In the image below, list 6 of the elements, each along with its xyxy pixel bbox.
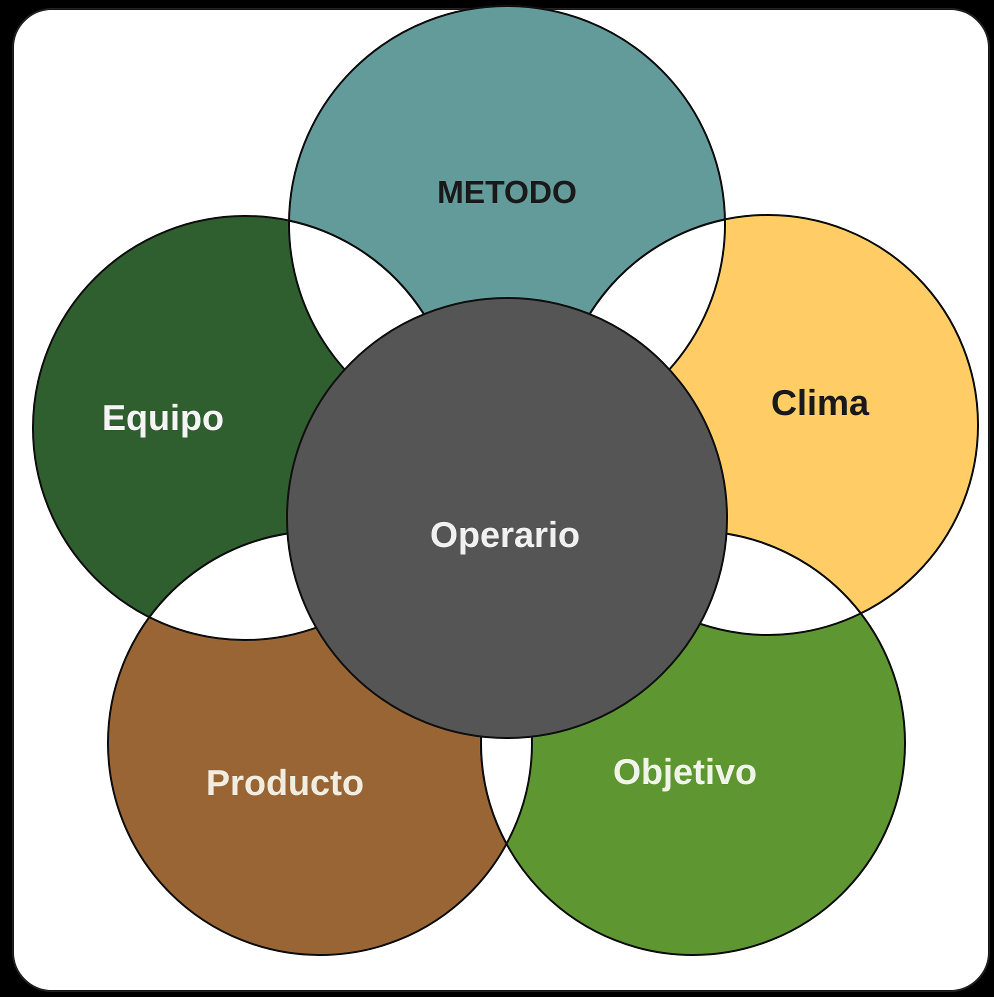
circle-label: Operario: [430, 517, 580, 553]
circle-label: Objetivo: [612, 754, 758, 790]
circle-label: Clima: [770, 385, 870, 421]
circle-label: Equipo: [102, 400, 224, 436]
circle-label: METODO: [437, 176, 577, 208]
circle-label: Producto: [206, 765, 364, 801]
